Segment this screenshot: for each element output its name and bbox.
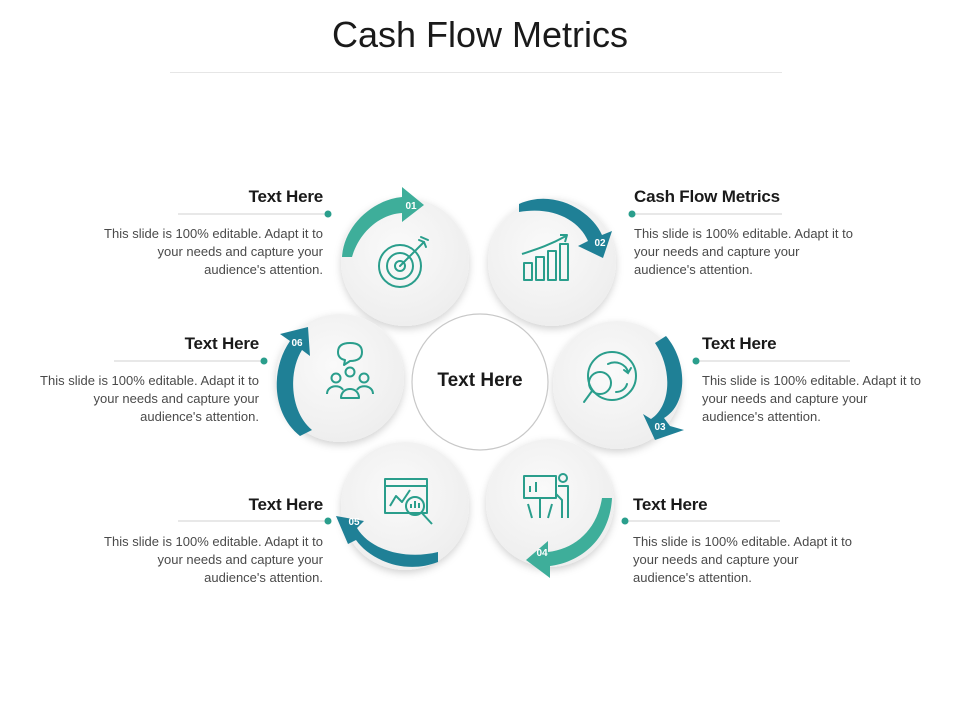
item-02-heading: Cash Flow Metrics <box>634 187 780 206</box>
presentation-icon <box>523 473 569 519</box>
item-02-body: This slide is 100% editable. Adapt it to… <box>634 226 853 277</box>
slide-title: Cash Flow Metrics <box>331 14 629 55</box>
step-number-04: 04 <box>536 548 548 559</box>
step-number-01: 01 <box>405 201 417 212</box>
item-03-body: This slide is 100% editable. Adapt it to… <box>702 373 921 424</box>
item-03-heading: Text Here <box>702 334 777 353</box>
arrow-04: 04 <box>526 498 612 578</box>
arrow-05: 05 <box>336 516 438 567</box>
item-01-body: This slide is 100% editable. Adapt it to… <box>104 226 323 277</box>
growth-chart-icon <box>521 234 569 281</box>
step-number-06: 06 <box>291 338 303 349</box>
step-number-05: 05 <box>348 517 360 528</box>
arrow-02: 02 <box>519 198 612 258</box>
item-04-heading: Text Here <box>633 495 708 514</box>
arrow-06: 06 <box>276 327 312 436</box>
item-01-heading: Text Here <box>248 187 324 206</box>
item-06-body: This slide is 100% editable. Adapt it to… <box>40 373 259 424</box>
team-chat-icon <box>326 342 374 399</box>
magnifier-cycle-icon <box>583 351 637 403</box>
item-06-heading: Text Here <box>184 334 260 353</box>
connector-dots <box>260 210 700 525</box>
step-number-03: 03 <box>654 422 666 433</box>
arrow-01: 01 <box>342 187 424 257</box>
center-label: Text Here <box>437 370 523 391</box>
target-icon <box>378 236 429 288</box>
step-number-02: 02 <box>594 238 606 249</box>
item-04-body: This slide is 100% editable. Adapt it to… <box>633 534 852 585</box>
connector-lines <box>114 213 850 522</box>
arrow-03: 03 <box>643 336 684 440</box>
center-circle <box>411 313 549 451</box>
item-05-body: This slide is 100% editable. Adapt it to… <box>104 534 323 585</box>
data-analysis-icon <box>384 478 433 525</box>
title-divider <box>170 72 782 73</box>
item-05-heading: Text Here <box>248 495 324 514</box>
